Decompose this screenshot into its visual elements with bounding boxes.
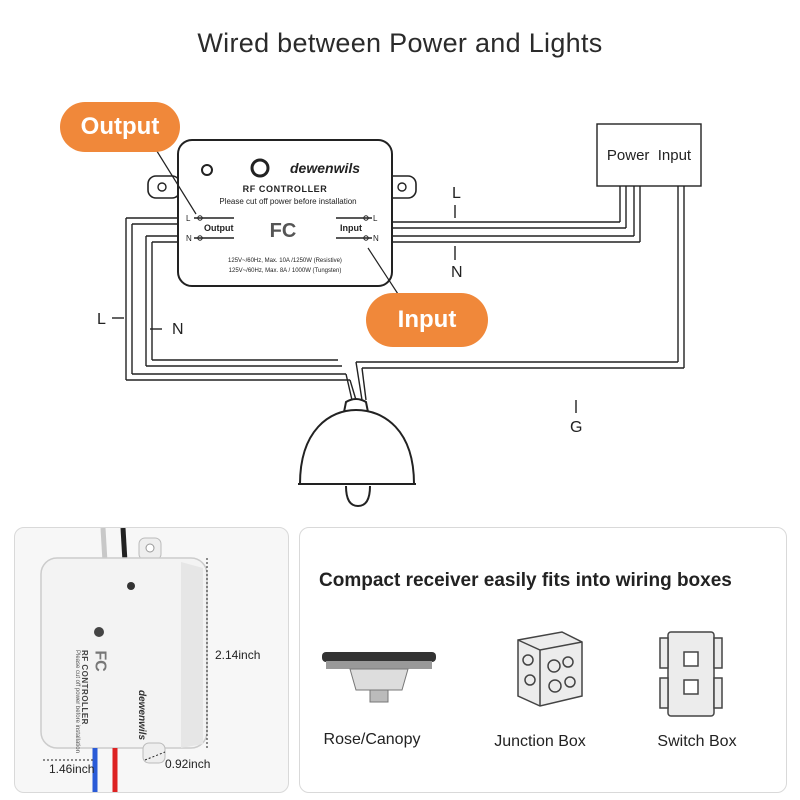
wire-label-g: G (570, 419, 582, 436)
input-terminal-label: Input (340, 223, 362, 233)
switch-box-label: Switch Box (657, 733, 737, 750)
rf-controller-box (147, 139, 417, 295)
output-callout: Output (60, 102, 180, 152)
controller-name: RF CONTROLLER (243, 184, 328, 194)
depth-dimension: 0.92inch (165, 757, 211, 771)
output-terminal-label: Output (204, 223, 234, 233)
rose-canopy-label: Rose/Canopy (323, 731, 421, 748)
junction-box-image (517, 631, 583, 707)
terminal-l-right: L (373, 214, 378, 223)
dimensions-card: RF CONTROLLER Please cut off power befor… (14, 527, 289, 793)
junction-box-label: Junction Box (494, 733, 586, 750)
terminal-l-left: L (186, 214, 191, 223)
controller-warning: Please cut off power before installation (219, 197, 356, 206)
switch-box-image (659, 631, 723, 717)
width-dimension: 1.46inch (49, 762, 95, 776)
receiver-illustration (40, 528, 208, 792)
receiver-brand: dewenwils (136, 690, 147, 741)
spec-line-1: 125V~/60Hz, Max. 10A /1250W (Resistive) (228, 258, 342, 264)
fcc-logo: FC (270, 220, 297, 242)
receiver-warning: Please cut off power before installation (74, 650, 80, 753)
wire-label-n-left: N (172, 321, 184, 338)
page-title: Wired between Power and Lights (197, 28, 603, 58)
wire-label-l-left: L (97, 311, 106, 328)
fit-headline: Compact receiver easily fits into wiring… (319, 570, 732, 591)
terminal-n-left: N (186, 234, 192, 243)
spec-line-2: 125V~/60Hz, Max. 8A / 1000W (Tungsten) (229, 268, 342, 274)
wiring-diagram: dewenwils RF CONTROLLER Please cut off p… (97, 123, 702, 508)
rose-canopy-image (322, 652, 436, 703)
wire-label-l-right: L (452, 185, 461, 202)
box-illustrations (322, 631, 723, 717)
terminal-n-right: N (373, 234, 379, 243)
pendant-lamp (298, 398, 416, 508)
fit-card (299, 527, 787, 793)
power-input-box (596, 123, 702, 187)
brand-logo: dewenwils (290, 160, 360, 176)
wire-label-n-right: N (451, 264, 463, 281)
input-callout: Input (366, 293, 488, 347)
receiver-name: RF CONTROLLER (80, 650, 89, 725)
receiver-fcc: FC (91, 650, 109, 672)
height-dimension: 2.14inch (215, 648, 261, 662)
power-input-label: Power Input (607, 147, 692, 164)
